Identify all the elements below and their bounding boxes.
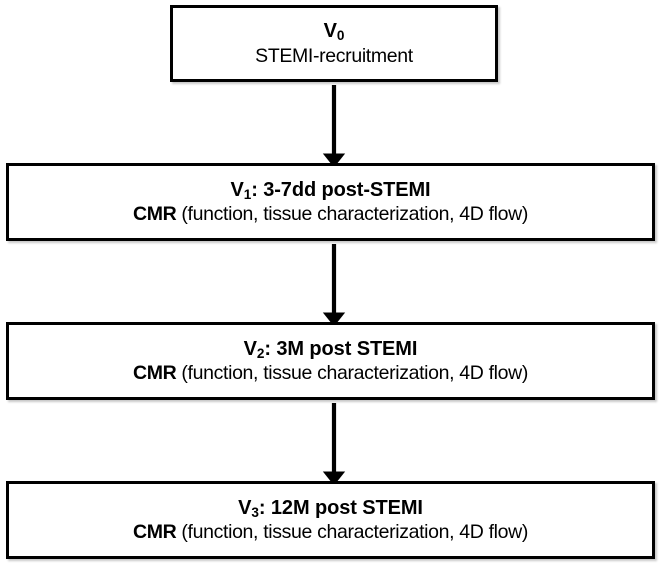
node-v0-visit-label: V xyxy=(323,20,337,43)
node-v3-detail-rest: (function, tissue characterization, 4D f… xyxy=(176,521,528,544)
node-v3-title-suffix: : 12M post STEMI xyxy=(258,496,423,519)
node-v3-detail-strong: CMR xyxy=(132,521,177,544)
node-v2-detail: CMR (function, tissue characterization, … xyxy=(133,361,528,385)
node-v1-title: V1: 3-7dd post-STEMI xyxy=(230,178,430,203)
node-v2-detail-strong: CMR xyxy=(132,362,177,385)
node-v1-visit-index: 1 xyxy=(243,186,252,202)
node-v1-detail-strong: CMR xyxy=(132,203,177,226)
flowchart-node-v1: V1: 3-7dd post-STEMI CMR (function, tiss… xyxy=(6,163,655,241)
node-v3-visit-label: V xyxy=(238,496,252,519)
node-v1-detail: CMR (function, tissue characterization, … xyxy=(133,202,528,226)
node-v1-detail-rest: (function, tissue characterization, 4D f… xyxy=(176,203,528,226)
node-v1-title-suffix: : 3-7dd post-STEMI xyxy=(251,178,431,201)
node-v0-title: V0 xyxy=(324,19,345,44)
node-v2-visit-label: V xyxy=(243,337,257,360)
node-v0-detail: STEMI-recruitment xyxy=(255,44,413,68)
flowchart-node-v3: V3: 12M post STEMI CMR (function, tissue… xyxy=(6,481,655,559)
node-v3-detail: CMR (function, tissue characterization, … xyxy=(133,520,528,544)
node-v2-title: V2: 3M post STEMI xyxy=(244,337,418,362)
node-v2-title-suffix: : 3M post STEMI xyxy=(264,337,418,360)
node-v2-detail-rest: (function, tissue characterization, 4D f… xyxy=(176,362,528,385)
node-v0-visit-index: 0 xyxy=(336,28,345,43)
flowchart-node-v2: V2: 3M post STEMI CMR (function, tissue … xyxy=(6,322,655,400)
node-v3-visit-index: 3 xyxy=(251,504,259,520)
flowchart-node-v0: V0 STEMI-recruitment xyxy=(170,5,498,82)
node-v0-detail-rest: STEMI-recruitment xyxy=(255,44,413,67)
node-v1-visit-label: V xyxy=(230,178,244,201)
node-v2-visit-index: 2 xyxy=(256,345,265,361)
node-v3-title: V3: 12M post STEMI xyxy=(238,496,423,521)
